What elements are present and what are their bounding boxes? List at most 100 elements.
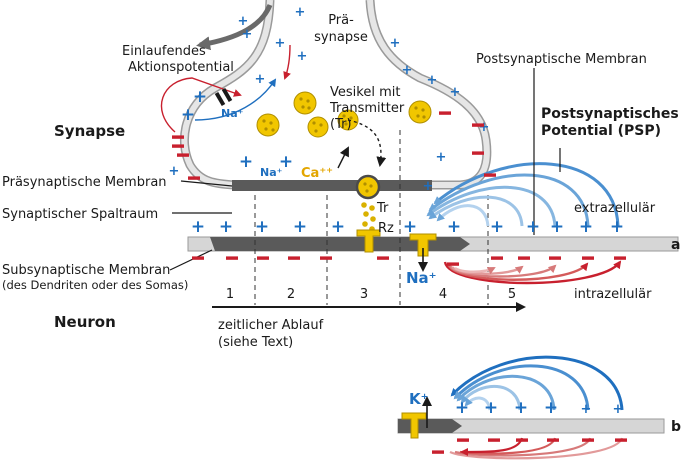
minus-charge — [491, 256, 503, 260]
plus-charge: + — [544, 398, 558, 418]
label-panel-a: a — [671, 237, 680, 253]
plus-charge: + — [169, 164, 180, 179]
label-vesikel-3: (Tr) — [330, 117, 352, 132]
plus-charge: + — [390, 36, 401, 51]
plus-charge: + — [423, 179, 434, 194]
plus-charge: + — [610, 217, 624, 237]
plus-charge: + — [295, 5, 306, 20]
plus-charge: + — [293, 217, 307, 237]
plus-charge: + — [255, 217, 269, 237]
minus-charge — [377, 256, 389, 260]
plus-charge: + — [450, 85, 461, 100]
minus-charge — [432, 450, 444, 454]
label-vesikel-2: Transmitter — [329, 101, 405, 116]
minus-charge — [484, 173, 496, 177]
current-loop-red-2 — [283, 44, 291, 80]
minus-charge — [582, 438, 594, 442]
label-praesyn-membran: Präsynaptische Membran — [2, 175, 167, 190]
label-zeitlicher-1: zeitlicher Ablauf — [218, 318, 324, 333]
time-division-lines — [254, 130, 489, 305]
plus-charge: + — [279, 152, 293, 172]
plus-charge: + — [255, 72, 266, 87]
minus-charge — [192, 256, 204, 260]
step-2: 2 — [287, 287, 295, 302]
postsynaptic-membrane-a — [187, 236, 679, 252]
plus-charge: + — [514, 398, 528, 418]
label-postsyn-membran: Postsynaptische Membran — [476, 52, 647, 67]
label-aktionspotential: Aktionspotential — [128, 60, 234, 75]
ion-ca: Ca⁺⁺ — [301, 166, 333, 181]
plus-charge: + — [239, 152, 253, 172]
label-panel-b: b — [671, 419, 681, 435]
plus-charge: + — [403, 217, 417, 237]
minus-charge — [172, 135, 184, 139]
plus-charge: + — [550, 217, 564, 237]
ion-na-small: Na⁺ — [260, 166, 283, 179]
label-synapse: Synapse — [54, 122, 125, 140]
plus-charge: + — [402, 63, 413, 78]
leader-praesyn — [180, 180, 233, 187]
psp-arcs-extracellular — [426, 162, 620, 227]
minus-charge — [320, 256, 332, 260]
plus-charge: + — [581, 402, 592, 417]
label-subsyn-2: (des Dendriten oder des Somas) — [2, 278, 188, 292]
label-intrazellulaer: intrazellulär — [574, 287, 652, 302]
label-tr: Tr — [376, 201, 389, 216]
plus-charge: + — [331, 217, 345, 237]
ion-na-left: Na⁺ — [221, 107, 244, 120]
label-rz: Rz — [378, 221, 394, 236]
plus-charge: + — [613, 402, 624, 417]
step-3: 3 — [360, 287, 368, 302]
plus-charge: + — [484, 398, 498, 418]
psp-arcs-intracellular — [443, 260, 622, 285]
minus-charge — [177, 153, 189, 157]
label-spaltraum: Synaptischer Spaltraum — [2, 207, 158, 222]
minus-charge — [226, 256, 238, 260]
label-prae: Prä- — [328, 13, 354, 28]
plus-charge: + — [579, 217, 593, 237]
minus-charge — [439, 111, 451, 115]
minus-charge — [549, 256, 561, 260]
step-4: 4 — [439, 287, 447, 302]
ion-k-big: K⁺ — [409, 390, 429, 408]
minus-charge — [172, 144, 184, 148]
minus-charge — [518, 256, 530, 260]
charge-symbols: ++++++++++++++++++++++++++++++++++++ — [169, 5, 627, 454]
minus-charge — [472, 123, 484, 127]
plus-charge: + — [191, 217, 205, 237]
plus-charge: + — [455, 398, 469, 418]
current-loop-red — [160, 77, 242, 133]
label-einlaufendes: Einlaufendes — [122, 44, 206, 59]
minus-charge — [614, 256, 626, 260]
plus-charge: + — [297, 49, 308, 64]
plus-charge: + — [427, 73, 438, 88]
vesicle-path-arrow — [347, 119, 387, 167]
minus-charge — [457, 438, 469, 442]
minus-charge — [257, 256, 269, 260]
label-synapse-top: synapse — [314, 30, 368, 45]
ion-na-big: Na⁺ — [406, 269, 437, 287]
plus-charge: + — [238, 14, 249, 29]
leader-subsyn — [169, 249, 213, 271]
label-subsyn-1: Subsynaptische Membran — [2, 263, 170, 278]
transmitter-release — [361, 202, 376, 232]
action-potential-arrow — [196, 3, 273, 51]
plus-charge: + — [436, 150, 447, 165]
plus-charge: + — [490, 217, 504, 237]
plus-charge: + — [479, 120, 490, 135]
minus-charge — [615, 438, 627, 442]
minus-charge — [488, 438, 500, 442]
minus-charge — [547, 438, 559, 442]
panel-b — [397, 355, 665, 460]
minus-charge — [516, 438, 528, 442]
na-channel-left — [214, 87, 233, 107]
plus-charge: + — [219, 217, 233, 237]
minus-charge — [447, 262, 459, 266]
minus-charge — [188, 176, 200, 180]
minus-charge — [288, 256, 300, 260]
label-extrazellulaer: extrazellulär — [574, 201, 656, 216]
current-loop-blue — [194, 78, 277, 121]
minus-charge — [582, 256, 594, 260]
label-psp-2: Potential (PSP) — [541, 123, 661, 139]
